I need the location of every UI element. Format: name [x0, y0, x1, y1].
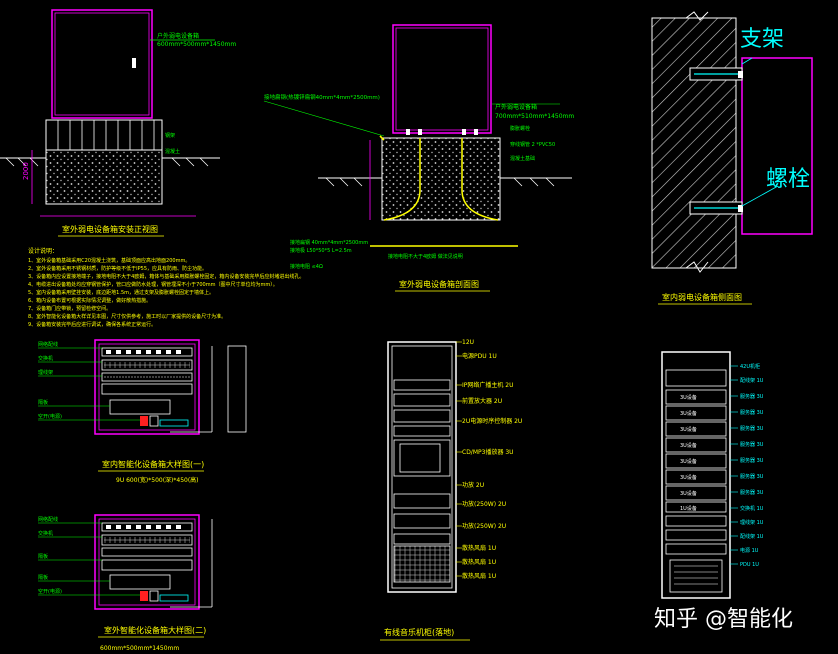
watermark-text: 知乎 @智能化 — [654, 607, 793, 632]
svg-text:3U设备: 3U设备 — [680, 442, 697, 449]
rack-label-size: 12U — [462, 339, 474, 346]
design-notes: 设计说明： 1、室外设备箱基础采用C20混凝土浇筑，基础顶面应高出地面200mm… — [28, 247, 304, 328]
caption-view-5-size: 600mm*500mm*1450mm — [100, 645, 179, 652]
svg-text:3U设备: 3U设备 — [680, 458, 697, 465]
svg-text:接地电阻 ≤4Ω: 接地电阻 ≤4Ω — [290, 263, 323, 270]
view-indoor-box-side: 支架 螺栓 室内弱电设备箱侧面图 — [651, 11, 813, 305]
caption-view-2: 室外弱电设备箱剖面图 — [399, 279, 479, 289]
rack-label-fan-1: 散热风扇 1U — [462, 544, 496, 552]
view-network-rack: 3U设备 3U设备 3U设备 3U设备 3U设备 3U设备 3U设备 1U设备 42U机… — [661, 351, 764, 599]
svg-text:交换机 1U: 交换机 1U — [740, 505, 764, 512]
caption-view-6: 有线音乐机柜(落地) — [384, 627, 454, 637]
svg-text:混凝土: 混凝土 — [165, 148, 180, 155]
rack-label-fan-2: 散热风扇 1U — [462, 558, 496, 566]
svg-text:7、设备箱门应带锁，预留检修空间。: 7、设备箱门应带锁，预留检修空间。 — [28, 305, 111, 312]
svg-text:3U设备: 3U设备 — [680, 490, 697, 497]
rack-label-5: 功放 2U — [462, 481, 484, 489]
svg-text:3U设备: 3U设备 — [680, 410, 697, 417]
svg-text:4、电缆进出设备箱处均应穿钢管保护，管口应做防水处理，钢管埋: 4、电缆进出设备箱处均应穿钢管保护，管口应做防水处理，钢管埋深不小于700mm（… — [28, 281, 278, 288]
view-outdoor-box-section: 接地扁钢(热镀锌扁钢40mm*4mm*2500mm) 户外弱电设备箱 700mm… — [263, 24, 574, 292]
svg-text:6、箱内设备布置可根据实际情况调整，做好散热措施。: 6、箱内设备布置可根据实际情况调整，做好散热措施。 — [28, 297, 151, 304]
svg-text:服务器 3U: 服务器 3U — [740, 425, 764, 432]
svg-text:接地扁钢 40mm*4mm*2500mm: 接地扁钢 40mm*4mm*2500mm — [290, 239, 368, 246]
svg-text:服务器 3U: 服务器 3U — [740, 441, 764, 448]
svg-text:服务器 3U: 服务器 3U — [740, 393, 764, 400]
rack-outline — [387, 341, 457, 593]
bolt-icon — [738, 71, 743, 78]
svg-text:接地扁钢(热镀锌扁钢40mm*4mm*2500mm): 接地扁钢(热镀锌扁钢40mm*4mm*2500mm) — [264, 93, 380, 101]
svg-text:服务器 3U: 服务器 3U — [740, 457, 764, 464]
svg-text:交换机: 交换机 — [38, 530, 53, 537]
svg-text:1U设备: 1U设备 — [680, 505, 697, 512]
network-rack-outline — [661, 351, 731, 599]
svg-text:隔板: 隔板 — [38, 399, 48, 406]
svg-text:钢架: 钢架 — [165, 132, 175, 139]
svg-text:交换机: 交换机 — [38, 355, 53, 362]
label-bracket: 支架 — [740, 27, 784, 52]
svg-text:接地极 L50*50*5 L=2.5m: 接地极 L50*50*5 L=2.5m — [290, 247, 352, 254]
svg-text:配线架 1U: 配线架 1U — [740, 377, 764, 384]
svg-text:2、室外设备箱采用不锈钢材质，防护等级不低于IP55，应具有: 2、室外设备箱采用不锈钢材质，防护等级不低于IP55，应具有防雨、防尘功能。 — [28, 265, 207, 272]
svg-text:服务器 3U: 服务器 3U — [740, 409, 764, 416]
svg-text:服务器 3U: 服务器 3U — [740, 489, 764, 496]
svg-text:户外弱电设备箱: 户外弱电设备箱 — [495, 103, 537, 111]
svg-text:电源 1U: 电源 1U — [740, 547, 759, 554]
rack-label-7: 功放(250W) 2U — [462, 522, 506, 530]
svg-text:9U 600(宽)*500(深)*450(高): 9U 600(宽)*500(深)*450(高) — [116, 476, 199, 484]
svg-text:接地电阻不大于4欧姆 做法见说明: 接地电阻不大于4欧姆 做法见说明 — [388, 253, 463, 260]
svg-text:1、室外设备箱基础采用C20混凝土浇筑，基础顶面应高出地面2: 1、室外设备箱基础采用C20混凝土浇筑，基础顶面应高出地面200mm。 — [28, 257, 190, 264]
svg-text:膨胀螺栓: 膨胀螺栓 — [510, 125, 530, 132]
view-outdoor-box-front: 2000 户外弱电设备箱 600mm*500mm*1450mm 钢架 混凝土 室… — [0, 9, 236, 237]
svg-text:空开(电源): 空开(电源) — [38, 413, 62, 420]
svg-text:混凝土基础: 混凝土基础 — [510, 155, 535, 162]
svg-text:5、室内设备箱采用壁挂安装，底边距地1.5m，通过支架及膨胀: 5、室内设备箱采用壁挂安装，底边距地1.5m，通过支架及膨胀螺栓固定于墙体上。 — [28, 289, 214, 296]
svg-text:隔板: 隔板 — [38, 553, 48, 560]
svg-text:配线架 1U: 配线架 1U — [740, 533, 764, 540]
svg-text:服务器 3U: 服务器 3U — [740, 473, 764, 480]
svg-text:42U机柜: 42U机柜 — [740, 363, 760, 370]
view-intelligent-box-1: 网络配线 交换机 理线架 隔板 空开(电源) 室内智能化设备箱大样图(一) 9U… — [38, 339, 247, 484]
caption-view-4: 室内智能化设备箱大样图(一) — [102, 459, 204, 469]
svg-text:隔板: 隔板 — [38, 574, 48, 581]
svg-text:理线架 1U: 理线架 1U — [740, 519, 764, 526]
rack-label-2: 前置放大器 2U — [462, 397, 502, 405]
dim-box-size: 600mm*500mm*1450mm — [157, 41, 236, 48]
svg-text:PDU 1U: PDU 1U — [740, 562, 759, 568]
svg-text:3U设备: 3U设备 — [680, 394, 697, 401]
view-music-rack: 12U 电源PDU 1U IP网络广播主机 2U 前置放大器 2U 2U电源时序… — [380, 339, 522, 641]
svg-text:网络配线: 网络配线 — [38, 341, 58, 348]
dim-depth: 2000 — [22, 162, 30, 180]
rack-label-pdu: 电源PDU 1U — [462, 352, 497, 360]
caption-view-1: 室外弱电设备箱安装正视图 — [62, 224, 158, 234]
rack-label-3: 2U电源时序控制器 2U — [462, 417, 522, 425]
svg-text:户外弱电设备箱: 户外弱电设备箱 — [157, 32, 199, 40]
rack-label-6: 功放(250W) 2U — [462, 500, 506, 508]
svg-text:3U设备: 3U设备 — [680, 474, 697, 481]
rack-label-fan-3: 散热风扇 1U — [462, 572, 496, 580]
label-bolt: 螺栓 — [766, 167, 810, 192]
svg-text:理线架: 理线架 — [38, 369, 53, 376]
cabinet-outline — [51, 9, 153, 119]
svg-text:设计说明：: 设计说明： — [28, 247, 58, 255]
indoor-box-outline — [741, 57, 813, 235]
svg-text:网络配线: 网络配线 — [38, 516, 58, 523]
rack-label-1: IP网络广播主机 2U — [462, 381, 514, 389]
svg-text:8、室外智能化设备箱大样详见本图，尺寸仅供参考，施工时以厂家: 8、室外智能化设备箱大样详见本图，尺寸仅供参考，施工时以厂家提供的设备尺寸为准。 — [28, 313, 226, 320]
svg-text:9、设备箱安装完毕后应进行调试，确保各系统正常运行。: 9、设备箱安装完毕后应进行调试，确保各系统正常运行。 — [28, 321, 156, 328]
lock-icon — [132, 58, 136, 68]
svg-text:空开(电源): 空开(电源) — [38, 588, 62, 595]
dim-section-box: 700mm*510mm*1450mm — [495, 113, 574, 120]
svg-text:3U设备: 3U设备 — [680, 426, 697, 433]
svg-text:3、设备箱内应设置接地端子，接地电阻不大于4欧姆，箱体与基础: 3、设备箱内应设置接地端子，接地电阻不大于4欧姆，箱体与基础采用膨胀螺栓固定，箱… — [28, 273, 304, 280]
caption-view-5: 室外智能化设备箱大样图(二) — [104, 625, 206, 635]
svg-text:穿线钢管 2 *PVC50: 穿线钢管 2 *PVC50 — [510, 141, 555, 148]
rack-label-4: CD/MP3播放器 3U — [462, 448, 514, 456]
caption-view-3: 室内弱电设备箱侧面图 — [662, 292, 742, 302]
view-intelligent-box-2: 网络配线 交换机 隔板 隔板 空开(电源) 室外智能化设备箱大样图(二) 600… — [38, 514, 213, 652]
